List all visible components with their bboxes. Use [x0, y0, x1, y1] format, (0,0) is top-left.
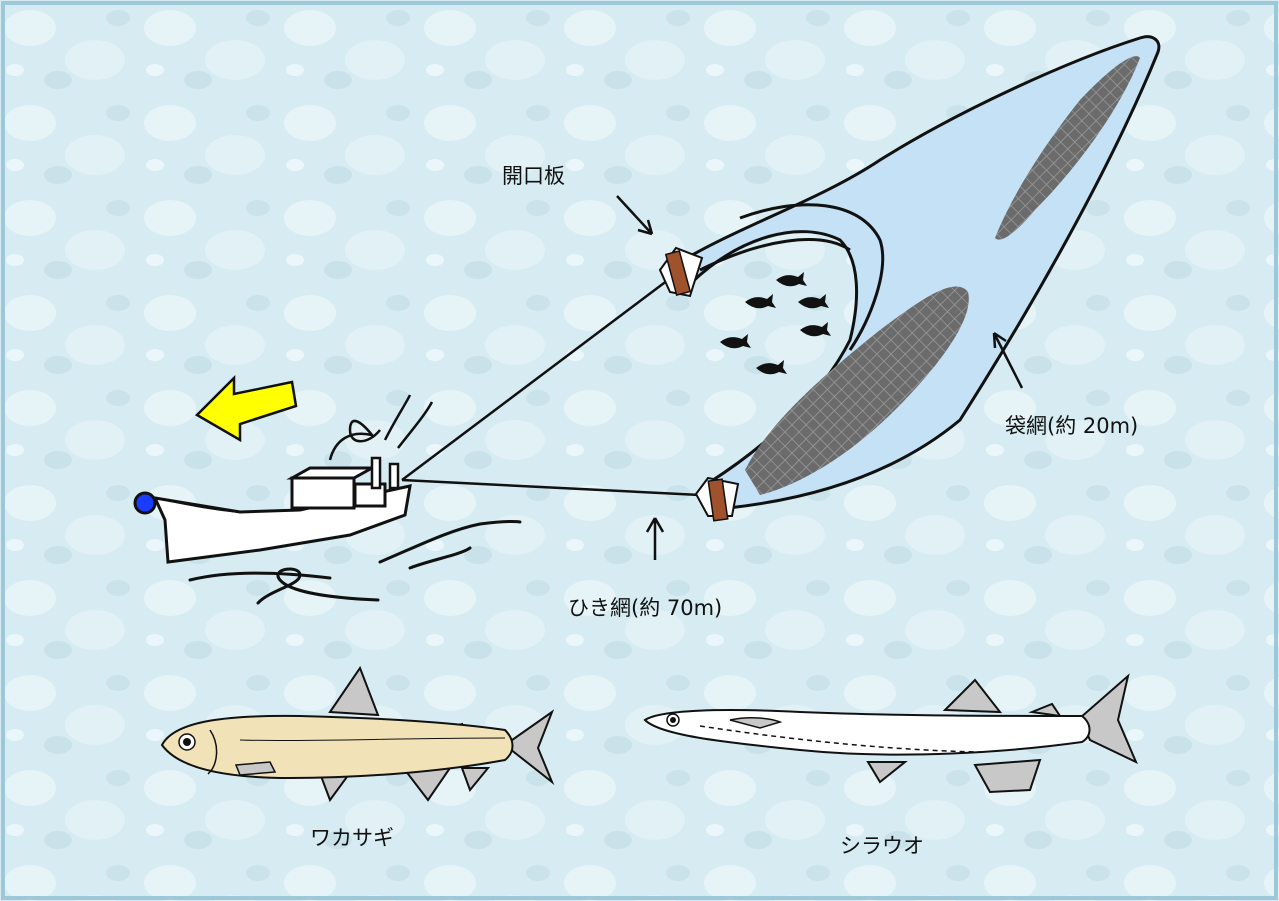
- fishing-boat-icon: [133, 394, 434, 564]
- mesh-lower: [745, 286, 969, 495]
- wakasagi-label: ワカサギ: [310, 826, 394, 850]
- otter-board-upper: [658, 246, 704, 298]
- tow-rope-label: ひき網(約 70m): [568, 596, 723, 620]
- mesh-upper: [995, 56, 1140, 240]
- boat-light: [133, 491, 157, 515]
- wakasagi-fish-icon: [160, 665, 555, 803]
- pointer-arrows: [616, 195, 1024, 560]
- yellow-direction-arrow: [194, 374, 298, 443]
- otter-board-lower: [694, 476, 740, 522]
- shirauo-label: シラウオ: [840, 834, 924, 858]
- board-label: 開口板: [502, 164, 565, 188]
- waves: [188, 520, 522, 605]
- bag-net: [678, 35, 1161, 510]
- shirauo-fish-icon: [643, 673, 1138, 794]
- tow-lines: [401, 279, 701, 497]
- fish-school-icon: [720, 272, 831, 375]
- bag-net-label: 袋網(約 20m): [1005, 414, 1139, 438]
